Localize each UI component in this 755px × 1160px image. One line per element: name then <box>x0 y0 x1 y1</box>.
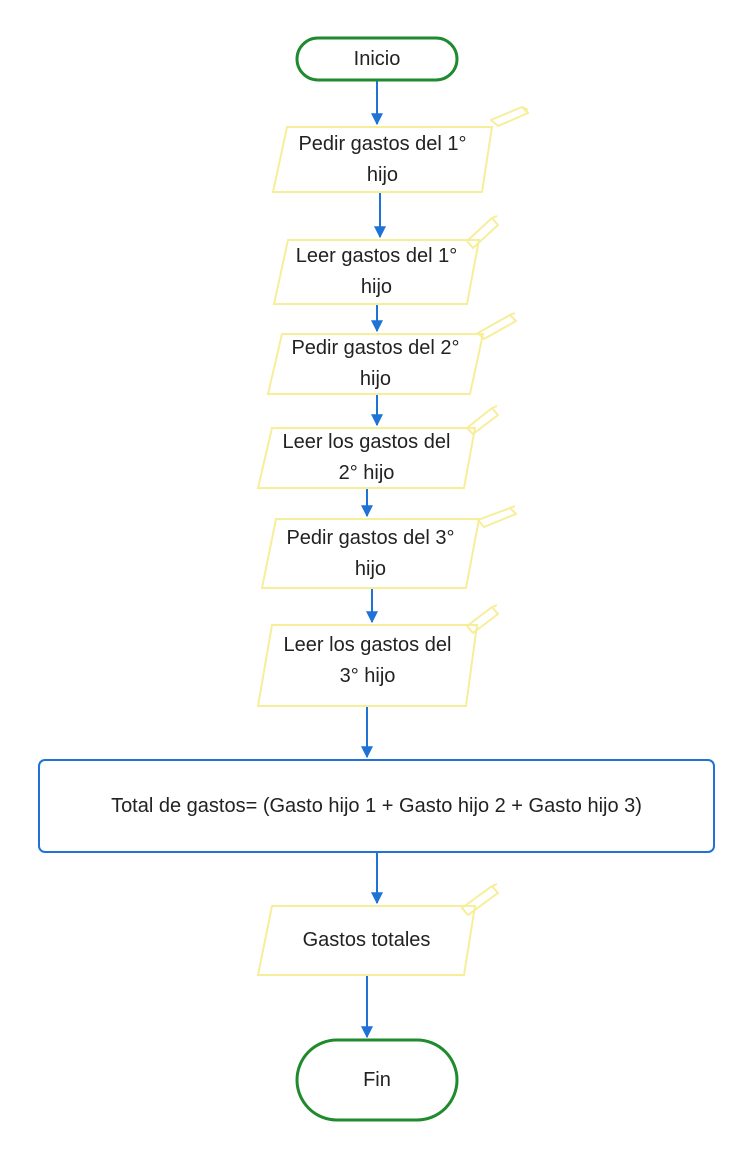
pencil-icon <box>477 312 517 340</box>
read-1-io-shape <box>272 239 481 305</box>
end-terminal-shape <box>295 1038 459 1122</box>
ask-1-label: Pedir gastos del 1° hijo <box>298 132 467 186</box>
read-2-label: Leer los gastos del 2° hijo <box>282 431 451 484</box>
ask-3-io-shape <box>260 518 481 589</box>
read-3-label: Leer los gastos del 3° hijo <box>283 634 452 687</box>
read-2-io-shape <box>256 427 477 489</box>
pencil-icon <box>477 505 517 528</box>
total-process-shape <box>38 759 715 853</box>
output-label: Gastos totales <box>302 929 431 951</box>
ask-2-io-shape <box>266 333 485 395</box>
pencil-icon <box>461 883 499 916</box>
start-terminal-label: Inicio <box>353 47 401 70</box>
end-terminal-label: Fin <box>363 1068 391 1091</box>
ask-3-label: Pedir gastos del 3° hijo <box>286 526 455 580</box>
pencil-icon <box>466 604 499 634</box>
output-io-shape <box>256 905 477 976</box>
total-process-label: Total de gastos= (Gasto hijo 1 + Gasto h… <box>111 794 642 817</box>
pencil-icon <box>466 215 499 249</box>
ask-1-io-shape <box>271 126 494 193</box>
pencil-icon <box>466 405 499 435</box>
ask-2-label: Pedir gastos del 2° hijo <box>291 337 460 390</box>
read-1-label: Leer gastos del 1° hijo <box>295 245 458 298</box>
start-terminal-shape <box>295 36 459 82</box>
read-3-io-shape <box>256 624 479 707</box>
pencil-icon <box>490 106 529 127</box>
